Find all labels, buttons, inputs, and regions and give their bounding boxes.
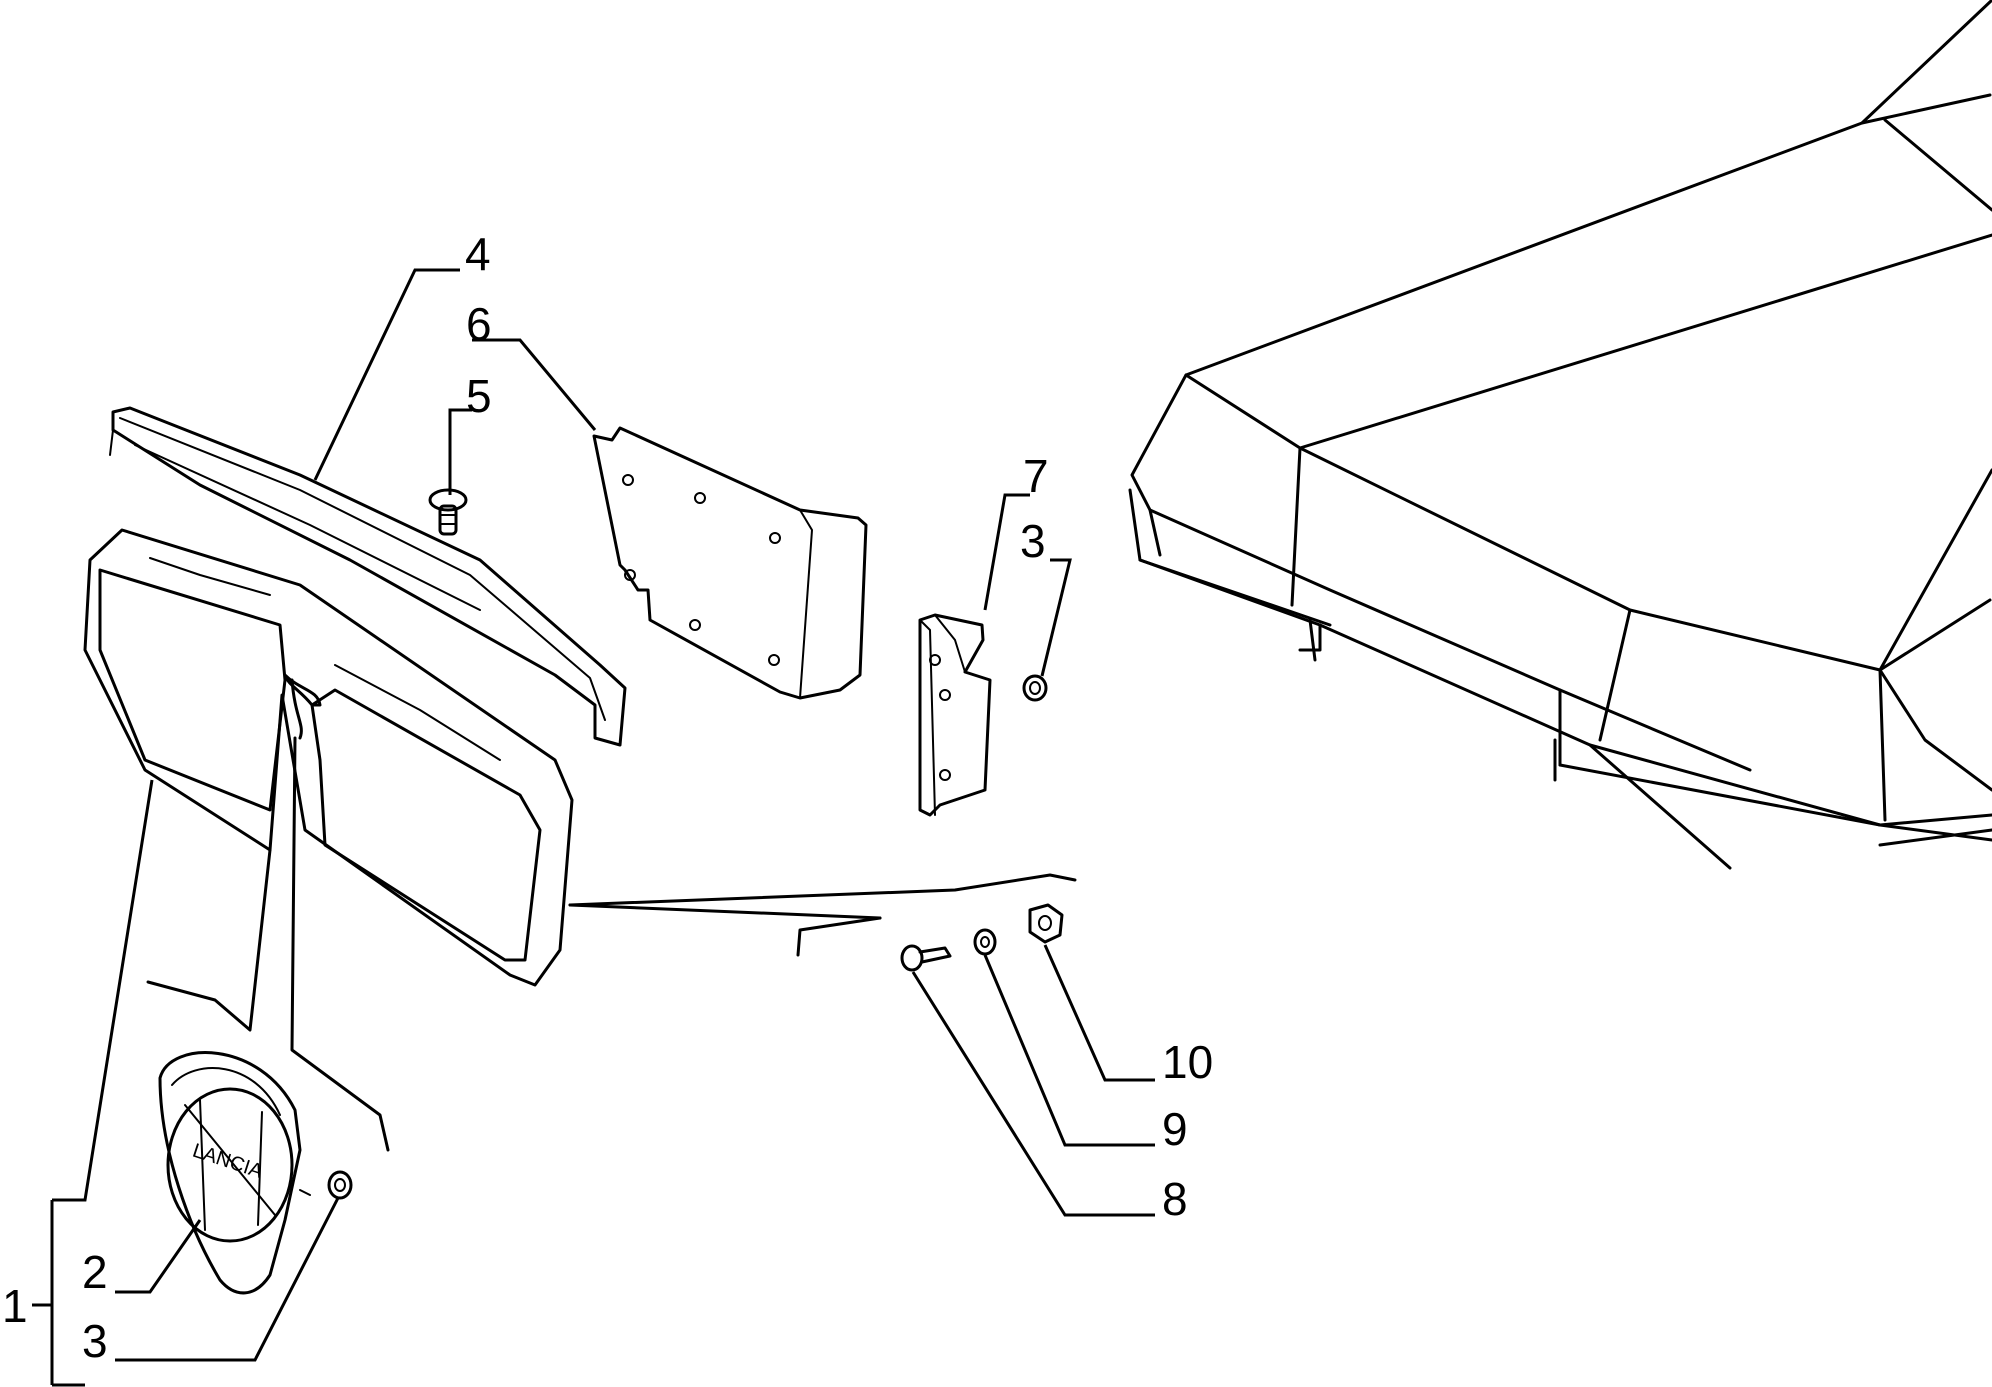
callout-3-upper: 3 — [1020, 515, 1046, 567]
assembly-lines — [146, 736, 1077, 1152]
fastener-clip — [428, 488, 468, 536]
screw-8 — [900, 944, 952, 972]
callout-4: 4 — [465, 228, 491, 280]
callout-labels: 1 2 3 3 4 5 6 7 8 9 10 — [2, 228, 1213, 1367]
callout-5: 5 — [466, 370, 492, 422]
radiator-grille — [83, 528, 574, 987]
washer-3-lower — [327, 1170, 353, 1200]
callout-6: 6 — [466, 298, 492, 350]
leader-lines — [32, 268, 1155, 1387]
car-front-outline — [1128, 0, 1992, 870]
callout-9: 9 — [1162, 1103, 1188, 1155]
washer-9 — [973, 928, 997, 956]
callout-8: 8 — [1162, 1173, 1188, 1225]
callout-10: 10 — [1162, 1036, 1213, 1088]
nut-10 — [1028, 903, 1064, 944]
side-panel — [592, 426, 868, 700]
callout-7: 7 — [1023, 450, 1049, 502]
callout-3-lower: 3 — [82, 1315, 108, 1367]
badge-logo-text: LANCIA — [190, 1140, 266, 1183]
washer-3-right — [1022, 674, 1048, 702]
panel-holes — [622, 474, 781, 666]
mounting-bracket — [918, 613, 992, 817]
lancia-badge: LANCIA — [158, 1051, 311, 1295]
callout-1: 1 — [2, 1280, 28, 1332]
upper-trim-strip — [109, 406, 627, 747]
callout-2: 2 — [82, 1246, 108, 1298]
